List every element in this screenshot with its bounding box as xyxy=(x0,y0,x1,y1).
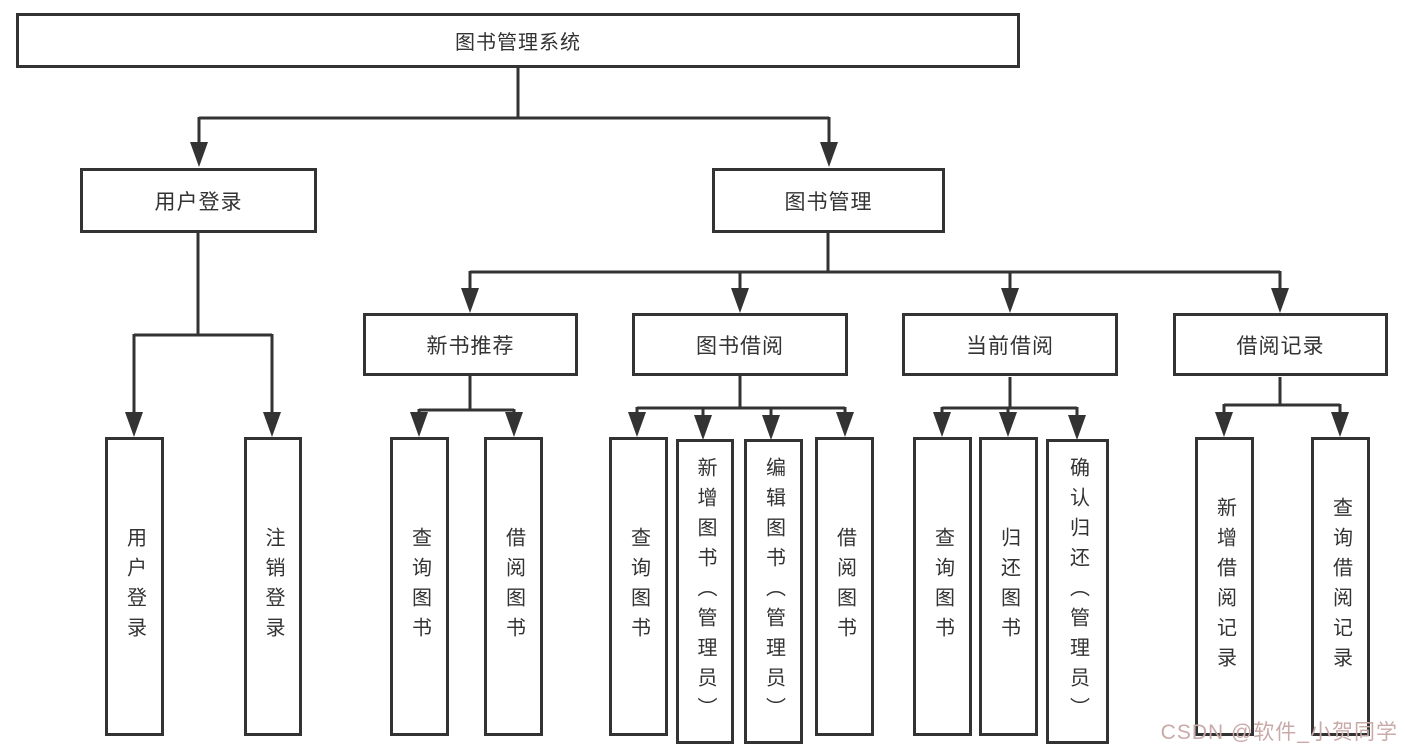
node-library-system: 图书管理系统 xyxy=(16,13,1020,68)
node-current-borrowing: 当前借阅 xyxy=(902,313,1118,376)
leaf-confirm-return-admin: 确认归还（管理员） xyxy=(1046,439,1109,744)
leaf-return-books: 归还图书 xyxy=(979,437,1038,736)
arrowhead xyxy=(694,415,712,440)
node-new-book-recommend: 新书推荐 xyxy=(363,313,578,376)
node-user-login: 用户登录 xyxy=(80,168,317,233)
arrowhead xyxy=(628,412,646,437)
arrowhead xyxy=(461,288,479,313)
leaf-borrow-books-borrowing: 借阅图书 xyxy=(815,437,874,736)
arrowhead xyxy=(410,412,428,437)
arrowhead xyxy=(1271,288,1289,313)
arrowhead xyxy=(1215,412,1233,437)
arrowhead xyxy=(999,412,1017,437)
node-book-borrowing: 图书借阅 xyxy=(632,313,848,376)
arrowhead xyxy=(1001,288,1019,313)
leaf-query-books-current: 查询图书 xyxy=(913,437,972,736)
arrowhead xyxy=(125,412,143,437)
leaf-query-borrow-record: 查询借阅记录 xyxy=(1311,437,1370,736)
arrowhead xyxy=(933,412,951,437)
leaf-borrow-books-recommend: 借阅图书 xyxy=(484,437,543,736)
arrowhead xyxy=(263,412,281,437)
node-book-management: 图书管理 xyxy=(712,168,945,233)
arrowhead xyxy=(505,412,523,437)
leaf-add-borrow-record: 新增借阅记录 xyxy=(1195,437,1254,736)
arrowhead xyxy=(190,142,208,167)
leaf-edit-books-admin: 编辑图书（管理员） xyxy=(744,439,803,744)
leaf-user-login: 用户登录 xyxy=(105,437,164,736)
arrowhead xyxy=(836,412,854,437)
leaf-query-books-borrowing: 查询图书 xyxy=(609,437,668,736)
arrowhead xyxy=(1068,415,1086,440)
node-borrowing-records: 借阅记录 xyxy=(1173,313,1388,376)
arrowhead xyxy=(762,415,780,440)
leaf-add-books-admin: 新增图书（管理员） xyxy=(676,439,734,744)
leaf-logout-login: 注销登录 xyxy=(244,437,302,736)
leaf-query-books-recommend: 查询图书 xyxy=(390,437,449,736)
watermark: CSDN @软件_小贺同学 xyxy=(1160,721,1398,744)
arrowhead xyxy=(1331,412,1349,437)
arrowhead xyxy=(731,288,749,313)
arrowhead xyxy=(820,142,838,167)
